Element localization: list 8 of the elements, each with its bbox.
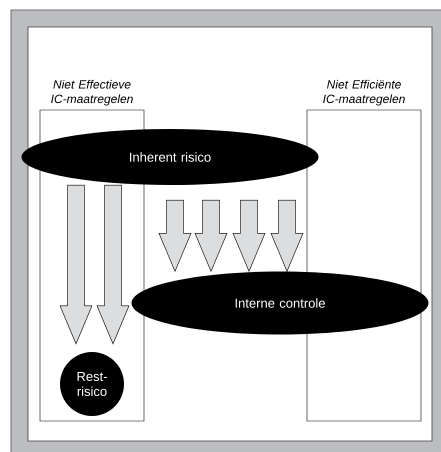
block-arrow bbox=[194, 200, 228, 272]
block-arrow bbox=[96, 184, 130, 345]
block-arrow bbox=[232, 200, 266, 272]
node-label: Niet Effectieve IC-maatregelen bbox=[51, 80, 133, 106]
node-label: Niet Efficiënte IC-maatregelen bbox=[323, 80, 405, 106]
block-arrow bbox=[270, 200, 304, 272]
block-arrow bbox=[158, 200, 192, 272]
block-arrow bbox=[60, 184, 92, 345]
